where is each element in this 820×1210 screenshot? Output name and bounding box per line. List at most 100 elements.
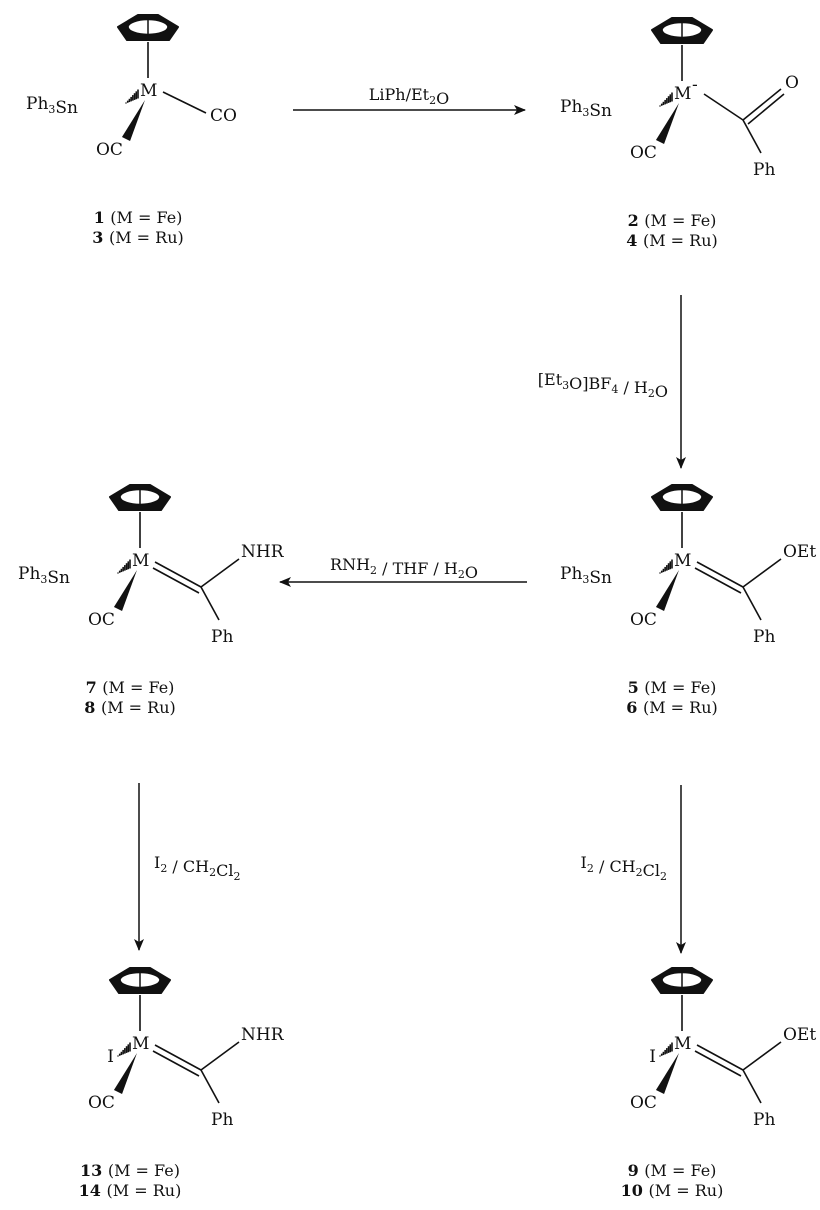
metal-center-label: M	[140, 81, 157, 101]
compound-number: 7	[86, 678, 103, 697]
compound-caption: 7 (M = Fe)	[86, 678, 175, 697]
left-ligand-label: I	[649, 1047, 656, 1067]
bottom-carbonyl-label: OC	[630, 1093, 657, 1113]
carbene-substituent-label: OEt	[783, 1025, 816, 1045]
compound-metal-note: (M = Fe)	[644, 211, 716, 230]
carbene-heteroatom-bond	[742, 1041, 782, 1071]
metal-carbene-bond	[696, 1044, 744, 1071]
wedge-bond	[655, 570, 679, 611]
compound-caption: 14 (M = Ru)	[79, 1181, 182, 1200]
phenyl-label: Ph	[753, 1110, 775, 1130]
compound-caption: 5 (M = Fe)	[628, 678, 717, 697]
metal-co-bond	[162, 91, 207, 114]
bottom-carbonyl-label: OC	[88, 610, 115, 630]
compound-number: 8	[84, 698, 101, 717]
phenyl-label: Ph	[753, 160, 775, 180]
carbene-heteroatom-bond	[200, 558, 240, 588]
compound-metal-note: (M = Ru)	[649, 1181, 724, 1200]
acyl-c-o-bond	[742, 88, 782, 121]
compound-caption: 1 (M = Fe)	[94, 208, 183, 227]
compound-caption: 6 (M = Ru)	[626, 698, 718, 717]
wedge-bond	[655, 1053, 679, 1094]
compound-metal-note: (M = Ru)	[101, 698, 176, 717]
metal-acyl-bond	[703, 93, 744, 121]
carbene-substituent-label: NHR	[241, 542, 285, 562]
metal-carbene-double-bond	[694, 1050, 742, 1077]
compound-number: 3	[92, 228, 109, 247]
compound-metal-note: (M = Fe)	[644, 678, 716, 697]
compound-metal-note: (M = Fe)	[110, 208, 182, 227]
compound-metal-note: (M = Ru)	[643, 231, 718, 250]
left-ligand-label: I	[107, 1047, 114, 1067]
carbon-phenyl-bond	[200, 586, 220, 621]
acyl-oxygen-label: O	[785, 73, 799, 93]
acyl-c-o-double-bond	[747, 93, 785, 125]
metal-carbene-bond	[696, 561, 744, 588]
bottom-carbonyl-label: OC	[96, 140, 123, 160]
reaction-conditions-r5: I2 / CH2Cl2	[581, 853, 667, 883]
carbene-substituent-label: OEt	[783, 542, 816, 562]
metal-carbene-double-bond	[152, 1050, 200, 1077]
carbon-phenyl-bond	[742, 586, 762, 621]
metal-center-label: M	[132, 1034, 149, 1054]
metal-center-label: M	[132, 551, 149, 571]
bottom-carbonyl-label: OC	[630, 610, 657, 630]
compound-number: 4	[626, 231, 643, 250]
metal-carbene-bond	[154, 561, 202, 588]
compound-number: 10	[621, 1181, 649, 1200]
wedge-bond	[121, 100, 145, 141]
left-ligand-label: Ph3Sn	[560, 564, 612, 588]
compound-caption: 4 (M = Ru)	[626, 231, 718, 250]
anionic-charge-label: -	[692, 75, 698, 95]
metal-center-label: M	[674, 84, 691, 104]
phenyl-label: Ph	[211, 1110, 233, 1130]
carbene-heteroatom-bond	[200, 1041, 240, 1071]
phenyl-label: Ph	[753, 627, 775, 647]
compound-number: 9	[628, 1161, 645, 1180]
compound-number: 6	[626, 698, 643, 717]
carbon-phenyl-bond	[200, 1069, 220, 1104]
compound-caption: 10 (M = Ru)	[621, 1181, 724, 1200]
carbene-heteroatom-bond	[742, 558, 782, 588]
wedge-bond	[113, 570, 137, 611]
left-ligand-label: Ph3Sn	[560, 97, 612, 121]
compound-caption: 3 (M = Ru)	[92, 228, 184, 247]
compound-metal-note: (M = Ru)	[109, 228, 184, 247]
bottom-carbonyl-label: OC	[88, 1093, 115, 1113]
metal-carbene-double-bond	[694, 567, 742, 594]
compound-caption: 9 (M = Fe)	[628, 1161, 717, 1180]
compound-caption: 13 (M = Fe)	[80, 1161, 180, 1180]
compound-number: 1	[94, 208, 111, 227]
compound-number: 5	[628, 678, 645, 697]
compound-caption: 8 (M = Ru)	[84, 698, 176, 717]
metal-center-label: M	[674, 1034, 691, 1054]
metal-carbene-bond	[154, 1044, 202, 1071]
reaction-conditions-r1: LiPh/Et2O	[369, 85, 449, 108]
left-ligand-label: Ph3Sn	[18, 564, 70, 588]
compound-metal-note: (M = Ru)	[643, 698, 718, 717]
compound-metal-note: (M = Fe)	[102, 678, 174, 697]
reaction-conditions-r2: [Et3O]BF4 / H2O	[538, 370, 668, 401]
compound-number: 13	[80, 1161, 108, 1180]
metal-center-label: M	[674, 551, 691, 571]
compound-metal-note: (M = Fe)	[644, 1161, 716, 1180]
carbon-phenyl-bond	[742, 1069, 762, 1104]
carbon-phenyl-bond	[742, 119, 762, 154]
compound-caption: 2 (M = Fe)	[628, 211, 717, 230]
bottom-carbonyl-label: OC	[630, 143, 657, 163]
phenyl-label: Ph	[211, 627, 233, 647]
compound-metal-note: (M = Ru)	[107, 1181, 182, 1200]
compound-metal-note: (M = Fe)	[108, 1161, 180, 1180]
wedge-bond	[113, 1053, 137, 1094]
wedge-bond	[655, 103, 679, 144]
left-ligand-label: Ph3Sn	[26, 94, 78, 118]
metal-carbene-double-bond	[152, 567, 200, 594]
right-carbonyl-label: CO	[210, 106, 237, 126]
